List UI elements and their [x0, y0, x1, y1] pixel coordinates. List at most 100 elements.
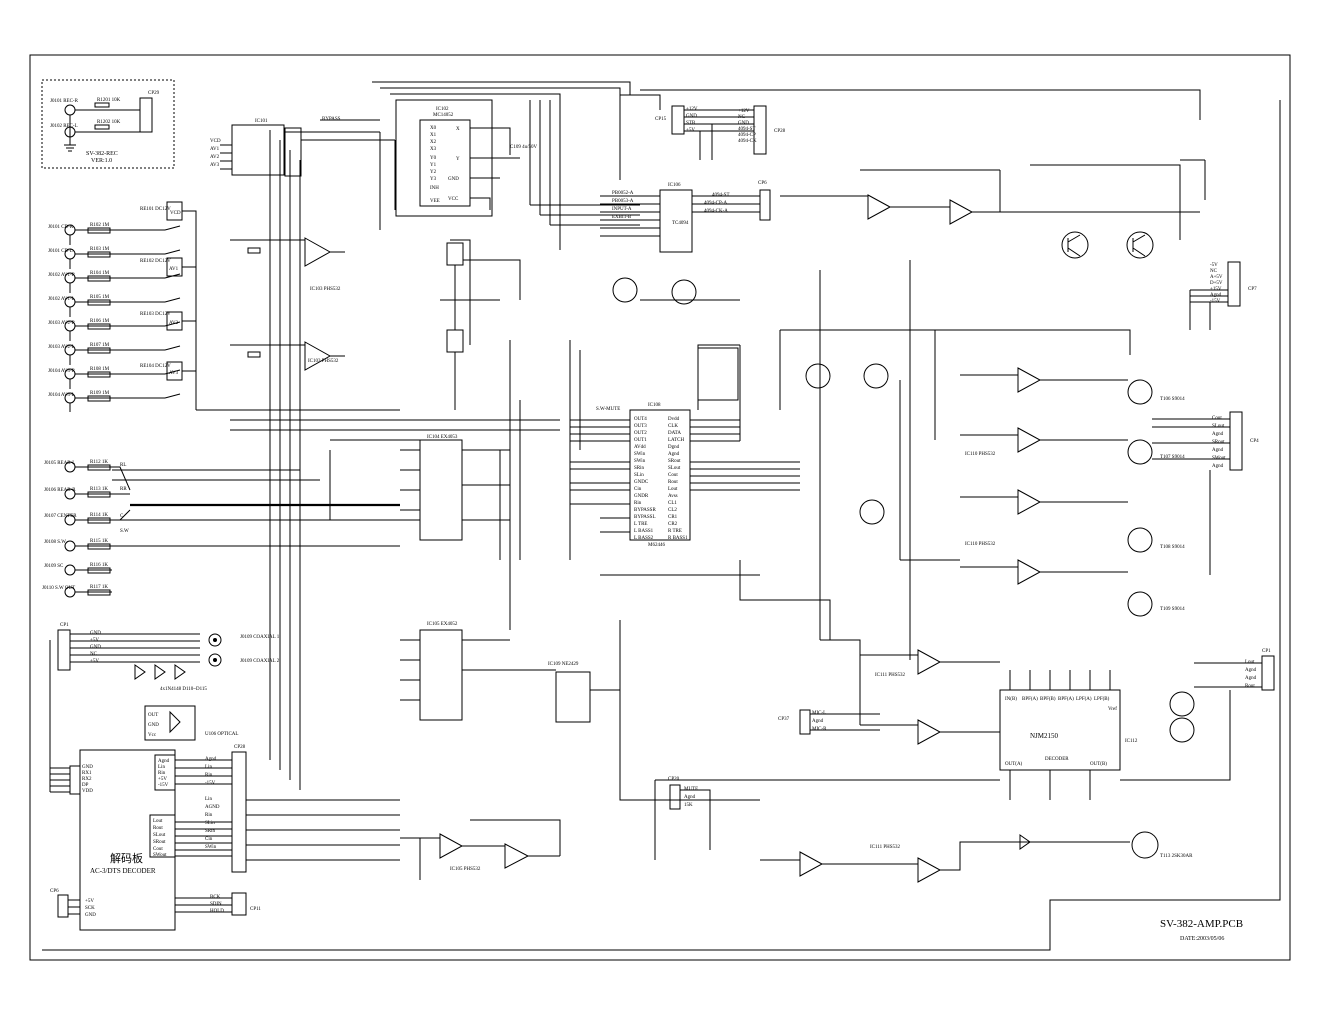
svg-text:IC110 PHS532: IC110 PHS532: [965, 542, 996, 547]
svg-text:CL2: CL2: [668, 508, 677, 513]
svg-text:R105 1M: R105 1M: [90, 295, 110, 300]
wiring-top: [320, 81, 1201, 250]
svg-text:BPF(A): BPF(A): [1058, 697, 1074, 702]
svg-text:Agnd: Agnd: [1245, 676, 1257, 681]
input-jack-2: J0101 CD-L: [48, 248, 76, 260]
svg-text:Rout: Rout: [668, 480, 678, 485]
svg-text:VEE: VEE: [430, 199, 440, 204]
rec-jack-r: J0101 REC-R: [50, 99, 79, 104]
ic108-volume: IC108 M62446 S.W-MUTE OUT4 OUT3 OUT2 OUT…: [569, 340, 800, 560]
svg-text:CL1: CL1: [668, 501, 677, 506]
svg-text:BYPASSL: BYPASSL: [634, 515, 656, 520]
relay-1-label: RE101 DC12V: [140, 207, 171, 212]
svg-text:GNDR: GNDR: [634, 494, 649, 499]
svg-text:R117 1K: R117 1K: [90, 585, 108, 590]
svg-text:R106 1M: R106 1M: [90, 319, 110, 324]
svg-text:T113 2SK30AR: T113 2SK30AR: [1160, 854, 1193, 859]
svg-text:IC112: IC112: [1125, 739, 1138, 744]
svg-text:CLK: CLK: [668, 424, 678, 429]
svg-text:OUT: OUT: [148, 713, 158, 718]
svg-text:CP37: CP37: [778, 717, 790, 722]
svg-text:Agnd: Agnd: [1245, 668, 1257, 673]
svg-text:L TRE: L TRE: [634, 522, 647, 527]
svg-text:J0107 CENTER: J0107 CENTER: [44, 514, 77, 519]
svg-text:M62446: M62446: [648, 543, 665, 548]
svg-text:X1: X1: [430, 133, 437, 138]
svg-text:X: X: [456, 127, 460, 132]
svg-text:J0102 AV1-R: J0102 AV1-R: [48, 273, 76, 278]
svg-text:Y: Y: [456, 157, 460, 162]
svg-text:CP6: CP6: [50, 889, 59, 894]
svg-text:IC110 PHS532: IC110 PHS532: [965, 452, 996, 457]
svg-text:DATA: DATA: [668, 431, 681, 436]
svg-text:CP7: CP7: [1248, 287, 1257, 292]
svg-text:RR: RR: [120, 487, 127, 492]
ic103-buffers: IC103 PHS532 IC103 PHS532: [230, 237, 345, 371]
rec-connector: CP29: [148, 91, 160, 96]
svg-text:BPF(B): BPF(B): [1040, 697, 1056, 702]
input-jack-1: J0101 CD-R: [48, 224, 76, 236]
svg-text:Lout: Lout: [153, 819, 163, 824]
svg-text:SWin: SWin: [205, 845, 217, 850]
svg-text:IC108: IC108: [648, 403, 661, 408]
svg-text:4094-CP-A: 4094-CP-A: [704, 201, 727, 206]
svg-text:CP28: CP28: [774, 129, 786, 134]
svg-text:+5V: +5V: [85, 899, 94, 904]
svg-text:BYPASSR: BYPASSR: [634, 508, 656, 513]
svg-text:IC105 PHS532: IC105 PHS532: [450, 867, 481, 872]
svg-text:CP6: CP6: [758, 181, 767, 186]
svg-text:Agnd: Agnd: [812, 719, 824, 724]
svg-text:Rout: Rout: [153, 826, 163, 831]
svg-text:NC: NC: [1210, 269, 1218, 274]
svg-text:SWin: SWin: [634, 459, 646, 464]
svg-text:J0109 SC: J0109 SC: [44, 564, 64, 569]
svg-text:NJM2150: NJM2150: [1030, 732, 1059, 740]
svg-text:PB0053-A: PB0053-A: [612, 199, 634, 204]
input-jack-4: J0102 AV1-L: [48, 296, 76, 308]
svg-text:R112 1K: R112 1K: [90, 460, 108, 465]
svg-text:GND: GND: [448, 177, 459, 182]
svg-text:GND: GND: [148, 723, 159, 728]
svg-text:C: C: [120, 514, 124, 519]
svg-text:CP1: CP1: [60, 623, 69, 628]
svg-text:T108 S9014: T108 S9014: [1160, 545, 1185, 550]
svg-text:D+5V: D+5V: [1210, 281, 1223, 286]
svg-text:J0104 AV3-L: J0104 AV3-L: [48, 393, 75, 398]
decoder-chinese-label: 解码板: [110, 851, 143, 865]
svg-text:Dgnd: Dgnd: [668, 445, 680, 450]
svg-text:Y0: Y0: [430, 156, 437, 161]
svg-text:TC4094: TC4094: [672, 221, 689, 226]
svg-text:R116 1K: R116 1K: [90, 563, 108, 568]
relay-4-label: RE104 DC12V: [140, 364, 171, 369]
svg-text:Cin: Cin: [634, 487, 642, 492]
svg-text:OUT1: OUT1: [634, 438, 647, 443]
svg-text:Agnd: Agnd: [684, 795, 696, 800]
input-jack-8: J0104 AV3-L: [48, 392, 76, 404]
svg-text:SLin: SLin: [205, 821, 215, 826]
svg-text:J0103 AV2-L: J0103 AV2-L: [48, 345, 75, 350]
svg-text:SRin: SRin: [634, 466, 645, 471]
svg-text:IC102: IC102: [436, 107, 449, 112]
decoder-name: AC-3/DTS DECODER: [90, 867, 156, 875]
svg-text:Rin: Rin: [634, 501, 642, 506]
svg-text:SLout: SLout: [153, 833, 166, 838]
svg-text:J0106 REAR-R: J0106 REAR-R: [44, 488, 76, 493]
rec-jack-l: J0102 REC-L: [50, 124, 78, 129]
svg-text:IC104 EX4053: IC104 EX4053: [427, 435, 458, 440]
right-amplifiers: CP7 -5V NC A+5V D+5V +15V Agnd -15V T106…: [42, 100, 1281, 951]
svg-text:4094-CP: 4094-CP: [738, 133, 756, 138]
svg-text:OUT3: OUT3: [634, 424, 647, 429]
svg-text:R104 1M: R104 1M: [90, 271, 110, 276]
svg-text:INH: INH: [430, 186, 439, 191]
svg-text:LPF(A): LPF(A): [1076, 697, 1092, 702]
aux-jacks: J0105 REAR-L J0106 REAR-R J0107 CENTER J…: [42, 460, 420, 598]
svg-text:AV3: AV3: [210, 163, 220, 168]
ic109-chip: IC109 NE2429: [510, 662, 620, 723]
svg-text:4094-CK-A: 4094-CK-A: [704, 209, 728, 214]
svg-text:A+5V: A+5V: [1210, 275, 1223, 280]
svg-text:C109 4u/50V: C109 4u/50V: [510, 145, 537, 150]
svg-text:R103 1M: R103 1M: [90, 247, 110, 252]
svg-text:Dvdd: Dvdd: [668, 417, 680, 422]
svg-text:J0102 AV1-L: J0102 AV1-L: [48, 297, 75, 302]
